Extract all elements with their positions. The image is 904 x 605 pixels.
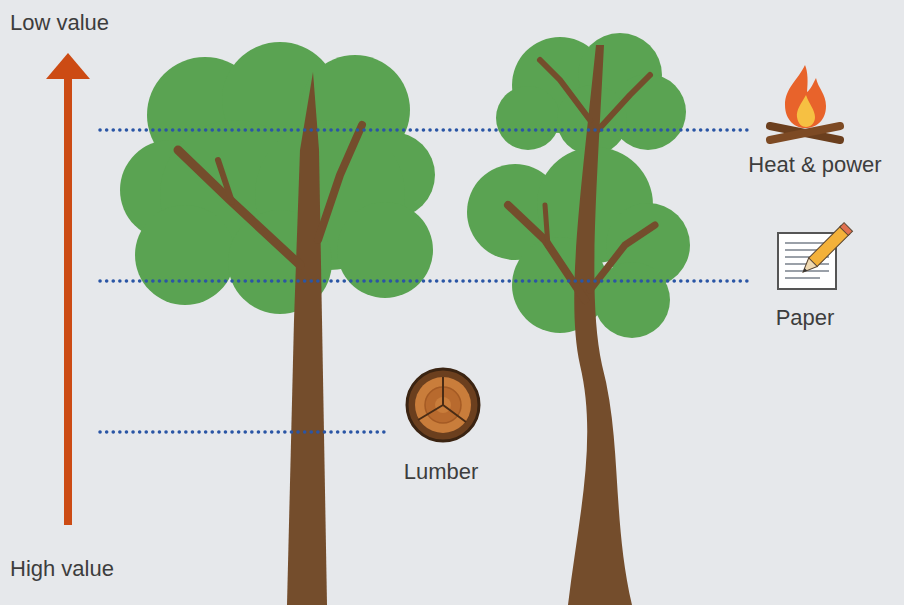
axis-label: High value bbox=[10, 556, 114, 582]
product-label: Heat & power bbox=[748, 152, 881, 178]
tree-canopy bbox=[467, 33, 690, 338]
level-line bbox=[100, 130, 752, 432]
axis-label: Low value bbox=[10, 10, 109, 36]
product-label: Paper bbox=[776, 305, 835, 331]
value-arrow bbox=[46, 53, 90, 525]
log-icon bbox=[407, 369, 479, 441]
paper-icon bbox=[778, 223, 853, 289]
product-label: Lumber bbox=[404, 459, 479, 485]
tree-canopy bbox=[120, 42, 435, 314]
fire-icon bbox=[770, 65, 840, 140]
tree-trunk bbox=[178, 72, 362, 605]
